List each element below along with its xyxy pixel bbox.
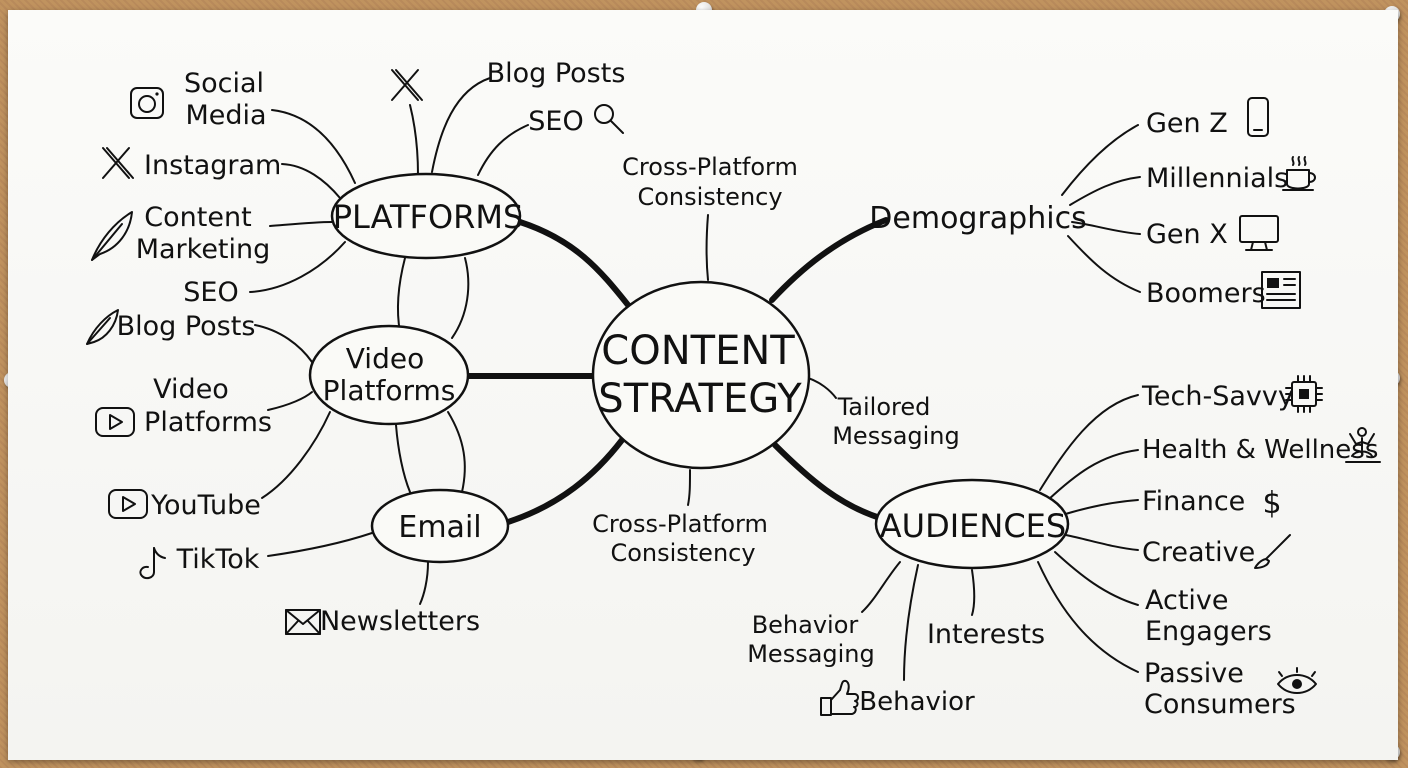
branch-email xyxy=(505,437,625,525)
seo-left-label: SEO xyxy=(183,277,238,308)
branch-platforms xyxy=(517,219,631,308)
demographics-label: Demographics xyxy=(869,201,1086,236)
tailored-line1: Tailored xyxy=(837,393,931,421)
x-logo-icon xyxy=(391,69,423,101)
dollar-icon: $ xyxy=(1262,486,1281,521)
cross-platform-top-line2: Consistency xyxy=(637,183,782,211)
video-node-line2: Platforms xyxy=(323,374,456,407)
email-node: Email xyxy=(370,488,510,564)
behavior-messaging-line2: Messaging xyxy=(747,640,875,668)
newspaper-icon xyxy=(1261,271,1301,309)
blog-posts-label: Blog Posts xyxy=(117,311,256,342)
audiences-node: AUDIENCES xyxy=(874,478,1070,570)
video-platforms-node: Video Platforms xyxy=(308,324,470,426)
center-node: CONTENT STRATEGY xyxy=(591,280,811,470)
boomers-label: Boomers xyxy=(1146,278,1266,309)
content-marketing-line1: Content xyxy=(144,202,251,233)
coffee-cup-icon xyxy=(1282,156,1316,191)
envelope-icon xyxy=(285,609,321,635)
eye-icon xyxy=(1277,667,1317,694)
tailored-line2: Messaging xyxy=(832,422,960,450)
content-marketing-line2: Marketing xyxy=(136,234,271,265)
active-engagers-line1: Active xyxy=(1145,585,1229,616)
creative-label: Creative xyxy=(1142,537,1255,568)
interests-label: Interests xyxy=(927,619,1045,650)
play-button-icon xyxy=(108,489,148,519)
finance-label: Finance xyxy=(1142,486,1245,517)
tech-savvy-label: Tech-Savvy xyxy=(1141,381,1294,412)
platforms-label: PLATFORMS xyxy=(333,198,524,236)
seo-top-label: SEO xyxy=(528,106,583,137)
feather-icon xyxy=(86,309,119,345)
cross-platform-bottom-line2: Consistency xyxy=(610,539,755,567)
social-media-line2: Media xyxy=(185,100,266,131)
behavior-messaging-line1: Behavior xyxy=(752,611,859,639)
cross-platform-top-line1: Cross-Platform xyxy=(622,153,798,181)
play-button-icon xyxy=(95,407,135,437)
active-engagers-line2: Engagers xyxy=(1145,616,1272,647)
behavior-label: Behavior xyxy=(859,687,975,717)
passive-consumers-line2: Consumers xyxy=(1144,689,1296,720)
center-title-line1: CONTENT xyxy=(601,328,795,374)
cross-platform-bottom-line1: Cross-Platform xyxy=(592,510,768,538)
genz-label: Gen Z xyxy=(1146,108,1228,139)
main-branches xyxy=(465,217,889,525)
email-label: Email xyxy=(398,510,481,545)
thumbs-up-icon xyxy=(820,679,859,716)
newsletters-label: Newsletters xyxy=(320,606,480,637)
video-platforms-leaf-line1: Video xyxy=(153,374,229,405)
youtube-label: YouTube xyxy=(150,490,261,521)
paintbrush-icon xyxy=(1254,534,1291,569)
branch-audiences xyxy=(772,442,883,521)
camera-icon xyxy=(130,87,164,119)
meditation-icon xyxy=(1345,427,1381,463)
passive-consumers-line1: Passive xyxy=(1144,658,1244,689)
magnifier-icon xyxy=(594,104,624,134)
platforms-node: PLATFORMS xyxy=(330,172,524,260)
branch-demographics xyxy=(769,217,889,303)
genx-label: Gen X xyxy=(1146,219,1228,250)
x-logo-icon xyxy=(102,147,134,179)
video-node-line1: Video xyxy=(346,342,424,375)
blog-posts-top-label: Blog Posts xyxy=(487,58,626,89)
health-wellness-label: Health & Wellness xyxy=(1142,435,1378,465)
tiktok-note-icon xyxy=(139,547,166,580)
millennials-label: Millennials xyxy=(1146,163,1288,194)
instagram-label: Instagram xyxy=(144,150,281,181)
tiktok-label: TikTok xyxy=(176,544,260,575)
monitor-icon xyxy=(1239,215,1279,251)
feather-icon xyxy=(91,211,133,261)
chip-icon xyxy=(1285,375,1323,413)
phone-icon xyxy=(1247,97,1269,137)
audiences-label: AUDIENCES xyxy=(880,507,1066,545)
video-platforms-leaf-line2: Platforms xyxy=(144,407,272,438)
center-title-line2: STRATEGY xyxy=(598,376,802,422)
thin-connectors xyxy=(249,77,1141,681)
social-media-line1: Social xyxy=(184,68,264,99)
